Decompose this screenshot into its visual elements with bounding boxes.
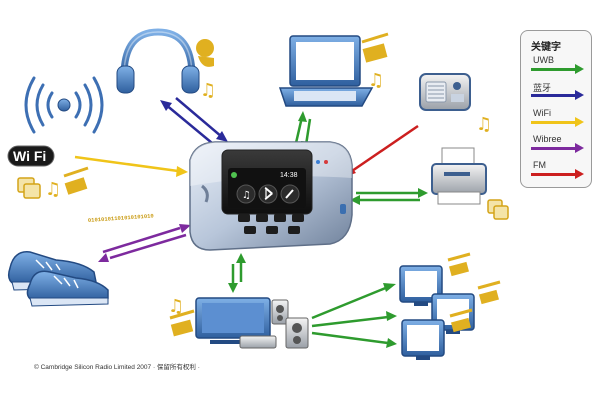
arrowhead [386,311,397,321]
arrow-wifi-tower [74,155,179,173]
bluetooth-app-icon [258,184,278,204]
legend-arrowhead [575,143,584,153]
legend-label: 蓝牙 [533,83,552,93]
antenna-tower-icon [24,76,104,174]
clapperboard-icon [447,252,501,333]
hub-device-icon: 14:38 ♫ [189,141,353,251]
legend-line [531,68,577,71]
svg-text:♫: ♫ [242,190,251,201]
clapperboard-icon [361,32,389,63]
copyright-text: © Cambridge Silicon Radio Limited 2007 ·… [34,364,200,371]
legend-title: 关键字 [531,42,561,53]
legend-item-fm: FM [527,160,589,182]
arrowhead [216,131,228,142]
arrowhead [160,100,172,111]
arrow-uwb-monitors [311,285,389,345]
hub-button [238,214,250,222]
arrowhead [236,253,246,263]
legend-box: 关键字 UWB 蓝牙 WiFi Wibree FM [520,30,592,188]
legend-arrowhead [575,169,584,179]
legend-label: WiFi [533,108,551,118]
arrow-uwb-laptop [294,116,312,146]
legend-arrowhead [575,117,584,127]
legend-arrowhead [575,90,584,100]
media-files-icon [487,199,509,220]
status-light [231,172,237,178]
arrowhead [383,283,396,292]
arrowhead [228,283,238,293]
legend-line [531,173,577,176]
legend-line [531,147,577,150]
legend-item-wibree: Wibree [527,134,589,156]
person-silhouette-icon [196,39,214,67]
speaker-icon [271,299,309,349]
wifi-logo-text: Wi Fi [13,148,46,164]
legend-item-wifi: WiFi [527,108,589,130]
arrow-uwb-tv [231,260,243,286]
legend-label: FM [533,160,546,170]
laptop-icon [278,35,374,107]
arrowhead [176,166,188,177]
legend-arrowhead [575,64,584,74]
hub-button [256,214,268,222]
headphones-icon [116,28,200,94]
sneakers-icon [7,251,109,307]
music-note-icon: ♫ [368,70,384,91]
legend-line [531,94,577,97]
hub-button [244,226,256,234]
media-files-icon: ♫ [17,166,89,200]
printer-icon [431,147,487,205]
music-note-icon: ♫ [476,114,492,135]
arrowhead [350,195,360,205]
arrow-bluetooth-headphones [164,97,223,144]
legend-label: Wibree [533,134,562,144]
music-app-icon [236,184,256,204]
monitor-icon [399,265,443,306]
music-note-icon: ♫ [200,80,216,101]
arrow-fm-radio [351,124,419,173]
arrowhead [298,111,307,122]
media-player-icon [239,335,277,349]
clapperboard-icon [169,309,195,337]
hub-button [288,226,300,234]
arrow-wibree-shoes [102,226,187,260]
svg-text:♫: ♫ [45,179,61,200]
legend-label: UWB [533,55,554,65]
tv-icon [195,297,271,344]
legend-item-bluetooth: 蓝牙 [527,81,589,103]
arrow-uwb-printer [356,191,420,202]
arrowhead [179,224,191,233]
arrowhead [418,188,428,198]
hub-button [266,226,278,234]
hub-button [274,214,286,222]
screen-time: 14:38 [280,172,298,179]
hub-button [292,214,304,222]
monitor-icon [401,319,445,360]
radio-icon [419,73,471,111]
legend-line [531,121,577,124]
binary-stream: 01010101101010101010 [88,212,154,224]
legend-item-uwb: UWB [527,55,589,77]
wifi-logo: Wi Fi [7,145,55,167]
arrowhead [386,338,397,348]
music-note-icon: ♫ [168,296,184,317]
arrowhead [98,253,109,262]
